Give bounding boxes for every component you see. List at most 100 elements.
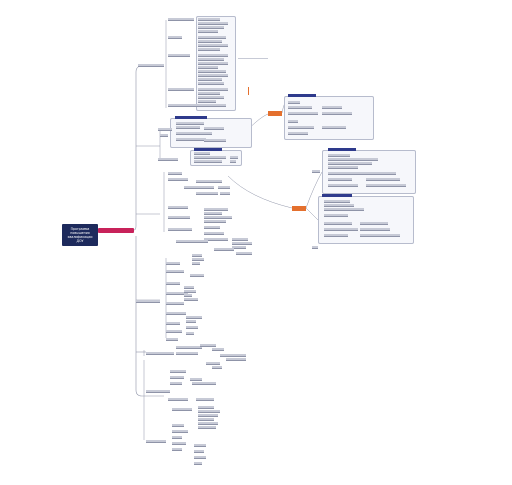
topic-node[interactable] <box>288 106 312 109</box>
topic-node[interactable] <box>324 234 348 237</box>
topic-node[interactable] <box>194 152 210 155</box>
topic-node[interactable] <box>198 414 218 417</box>
topic-node[interactable] <box>198 104 226 107</box>
topic-node[interactable] <box>360 228 390 231</box>
topic-node[interactable] <box>288 126 314 129</box>
topic-node[interactable] <box>170 376 184 379</box>
topic-node[interactable] <box>168 88 194 91</box>
topic-node[interactable] <box>200 344 216 347</box>
topic-node[interactable] <box>198 426 216 429</box>
topic-node[interactable] <box>176 346 202 349</box>
topic-node[interactable] <box>312 170 320 173</box>
topic-node[interactable] <box>366 178 400 181</box>
topic-node[interactable] <box>166 262 180 265</box>
topic-node[interactable] <box>322 112 352 115</box>
topic-node[interactable] <box>230 156 238 159</box>
topic-node[interactable] <box>194 156 226 159</box>
topic-node[interactable] <box>158 158 178 161</box>
topic-node[interactable] <box>328 154 350 157</box>
topic-node[interactable] <box>168 216 190 219</box>
topic-node[interactable] <box>146 352 174 355</box>
topic-node[interactable] <box>328 172 368 175</box>
topic-node[interactable] <box>198 78 222 81</box>
topic-node[interactable] <box>172 436 182 439</box>
topic-node[interactable] <box>324 204 354 207</box>
topic-node[interactable] <box>226 358 246 361</box>
topic-node[interactable] <box>360 222 388 225</box>
topic-node[interactable] <box>192 382 216 385</box>
topic-node[interactable] <box>220 354 246 357</box>
topic-node[interactable] <box>166 270 184 273</box>
topic-node[interactable] <box>214 248 234 251</box>
topic-node[interactable] <box>288 112 318 115</box>
topic-node[interactable] <box>198 36 226 39</box>
topic-node[interactable] <box>288 120 298 123</box>
topic-node[interactable] <box>190 378 202 381</box>
topic-node[interactable] <box>322 126 346 129</box>
topic-node[interactable] <box>172 424 184 427</box>
topic-node[interactable] <box>204 232 224 235</box>
topic-node[interactable] <box>168 104 198 107</box>
topic-node[interactable] <box>204 220 226 223</box>
topic-node[interactable] <box>288 132 308 135</box>
topic-node[interactable] <box>232 242 252 245</box>
topic-node[interactable] <box>136 300 160 303</box>
topic-node[interactable] <box>198 66 218 69</box>
topic-node[interactable] <box>220 192 230 195</box>
topic-node[interactable] <box>168 54 190 57</box>
topic-node[interactable] <box>176 132 212 135</box>
topic-node[interactable] <box>190 274 204 277</box>
topic-node[interactable] <box>324 214 348 217</box>
topic-node[interactable] <box>166 338 178 341</box>
topic-node[interactable] <box>166 330 182 333</box>
topic-node[interactable] <box>198 44 228 47</box>
topic-node[interactable] <box>192 258 204 261</box>
topic-node[interactable] <box>184 286 194 289</box>
topic-node[interactable] <box>194 450 204 453</box>
topic-node[interactable] <box>176 126 200 129</box>
topic-node[interactable] <box>192 254 202 257</box>
topic-node[interactable] <box>166 292 188 295</box>
topic-node[interactable] <box>196 180 222 183</box>
topic-node[interactable] <box>198 422 218 425</box>
topic-node[interactable] <box>196 192 218 195</box>
topic-node[interactable] <box>166 302 184 305</box>
topic-node[interactable] <box>172 408 192 411</box>
topic-node[interactable] <box>204 216 232 219</box>
main-branch-node[interactable] <box>98 228 134 233</box>
topic-node[interactable] <box>198 418 214 421</box>
topic-node[interactable] <box>198 406 214 409</box>
topic-node[interactable] <box>366 172 396 175</box>
topic-node[interactable] <box>184 298 198 301</box>
topic-node[interactable] <box>204 238 228 241</box>
topic-node[interactable] <box>322 106 342 109</box>
topic-node[interactable] <box>194 462 202 465</box>
topic-node[interactable] <box>198 62 228 65</box>
topic-node[interactable] <box>146 440 166 443</box>
topic-node[interactable] <box>196 398 214 401</box>
topic-node[interactable] <box>168 172 182 175</box>
topic-node[interactable] <box>198 48 220 51</box>
topic-node[interactable] <box>198 74 228 77</box>
topic-node[interactable] <box>232 246 246 249</box>
topic-node[interactable] <box>194 160 222 163</box>
topic-node[interactable] <box>312 246 318 249</box>
topic-node[interactable] <box>288 101 300 104</box>
topic-node[interactable] <box>328 162 372 165</box>
topic-node[interactable] <box>172 448 182 451</box>
topic-node[interactable] <box>204 208 228 211</box>
topic-node[interactable] <box>328 158 378 161</box>
topic-node[interactable] <box>160 134 168 137</box>
topic-node[interactable] <box>212 348 224 351</box>
topic-node[interactable] <box>198 100 216 103</box>
topic-node[interactable] <box>168 178 188 181</box>
topic-node[interactable] <box>198 58 224 61</box>
topic-node[interactable] <box>194 444 206 447</box>
topic-node[interactable] <box>218 186 230 189</box>
topic-node[interactable] <box>198 26 224 29</box>
topic-node[interactable] <box>170 370 186 373</box>
topic-node[interactable] <box>172 430 188 433</box>
topic-node[interactable] <box>168 228 192 231</box>
topic-node[interactable] <box>206 362 220 365</box>
topic-node[interactable] <box>198 22 228 25</box>
